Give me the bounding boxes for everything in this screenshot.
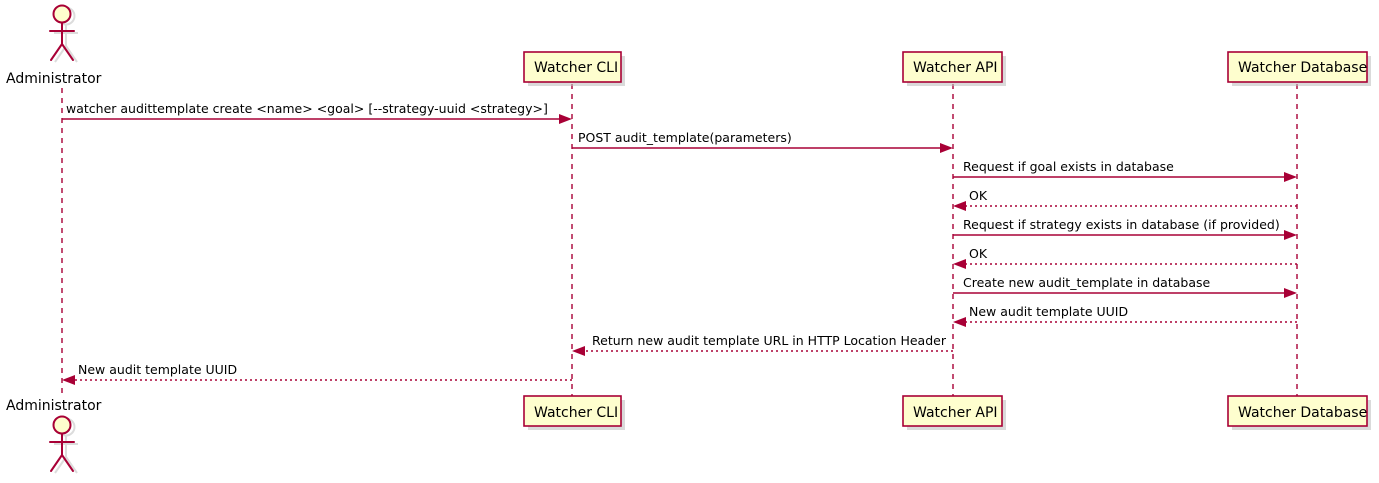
message-label-5: Request if strategy exists in database (… bbox=[963, 217, 1280, 232]
message-label-7: Create new audit_template in database bbox=[963, 275, 1210, 290]
message-3: Request if goal exists in database bbox=[953, 159, 1297, 182]
message-5: Request if strategy exists in database (… bbox=[953, 217, 1297, 240]
participant-watcher-database-top[interactable]: Watcher Database bbox=[1227, 51, 1371, 86]
participant-box-database-top[interactable] bbox=[1227, 51, 1368, 83]
message-1: watcher audittemplate create <name> <goa… bbox=[62, 101, 572, 124]
actor-label-administrator-top: Administrator bbox=[6, 71, 102, 87]
message-label-6: OK bbox=[969, 246, 988, 261]
message-8: New audit template UUID bbox=[953, 304, 1297, 327]
message-label-8: New audit template UUID bbox=[969, 304, 1128, 319]
message-arrowhead-5 bbox=[1284, 230, 1297, 240]
message-arrowhead-2 bbox=[940, 143, 953, 153]
message-2: POST audit_template(parameters) bbox=[572, 130, 953, 153]
participant-box-database-bottom[interactable] bbox=[1227, 395, 1368, 427]
message-label-1: watcher audittemplate create <name> <goa… bbox=[66, 101, 548, 116]
message-arrowhead-6 bbox=[953, 259, 966, 269]
message-arrowhead-3 bbox=[1284, 172, 1297, 182]
actor-body-bottom bbox=[49, 433, 75, 472]
participant-box-cli-top[interactable] bbox=[523, 51, 622, 83]
participant-watcher-api-top[interactable]: Watcher API bbox=[902, 51, 1006, 86]
participant-label-api-top: Watcher API bbox=[913, 60, 998, 76]
message-10: New audit template UUID bbox=[62, 362, 572, 385]
message-label-4: OK bbox=[969, 188, 988, 203]
actor-head-bottom bbox=[52, 415, 72, 435]
message-arrowhead-8 bbox=[953, 317, 966, 327]
participant-box-api-bottom[interactable] bbox=[902, 395, 1003, 427]
message-6: OK bbox=[953, 246, 1297, 269]
actor-administrator-top[interactable]: Administrator bbox=[6, 4, 102, 88]
message-label-9: Return new audit template URL in HTTP Lo… bbox=[592, 333, 947, 348]
message-label-3: Request if goal exists in database bbox=[963, 159, 1174, 174]
message-arrowhead-1 bbox=[559, 114, 572, 124]
message-4: OK bbox=[953, 188, 1297, 211]
message-arrowhead-7 bbox=[1284, 288, 1297, 298]
message-arrowhead-10 bbox=[62, 375, 75, 385]
participant-watcher-api-bottom[interactable]: Watcher API bbox=[902, 395, 1006, 430]
message-9: Return new audit template URL in HTTP Lo… bbox=[572, 333, 953, 356]
message-label-2: POST audit_template(parameters) bbox=[578, 130, 792, 145]
lifelines-group bbox=[61, 84, 1298, 396]
actor-administrator-bottom[interactable]: Administrator bbox=[6, 398, 102, 474]
actor-label-administrator-bottom: Administrator bbox=[6, 398, 102, 414]
participant-box-cli-bottom[interactable] bbox=[523, 395, 622, 427]
participant-label-database-top: Watcher Database bbox=[1238, 60, 1367, 76]
participant-label-database-bottom: Watcher Database bbox=[1238, 405, 1367, 421]
message-arrowhead-9 bbox=[572, 346, 585, 356]
participant-label-cli-top: Watcher CLI bbox=[534, 60, 618, 76]
actor-head-top bbox=[52, 4, 72, 24]
message-arrowhead-4 bbox=[953, 201, 966, 211]
participant-label-api-bottom: Watcher API bbox=[913, 405, 998, 421]
participant-watcher-cli-top[interactable]: Watcher CLI bbox=[523, 51, 625, 86]
message-7: Create new audit_template in database bbox=[953, 275, 1297, 298]
actor-body-top bbox=[49, 22, 75, 61]
participant-label-cli-bottom: Watcher CLI bbox=[534, 405, 618, 421]
participant-watcher-cli-bottom[interactable]: Watcher CLI bbox=[523, 395, 625, 430]
participant-watcher-database-bottom[interactable]: Watcher Database bbox=[1227, 395, 1371, 430]
message-label-10: New audit template UUID bbox=[78, 362, 237, 377]
participant-box-api-top[interactable] bbox=[902, 51, 1003, 83]
